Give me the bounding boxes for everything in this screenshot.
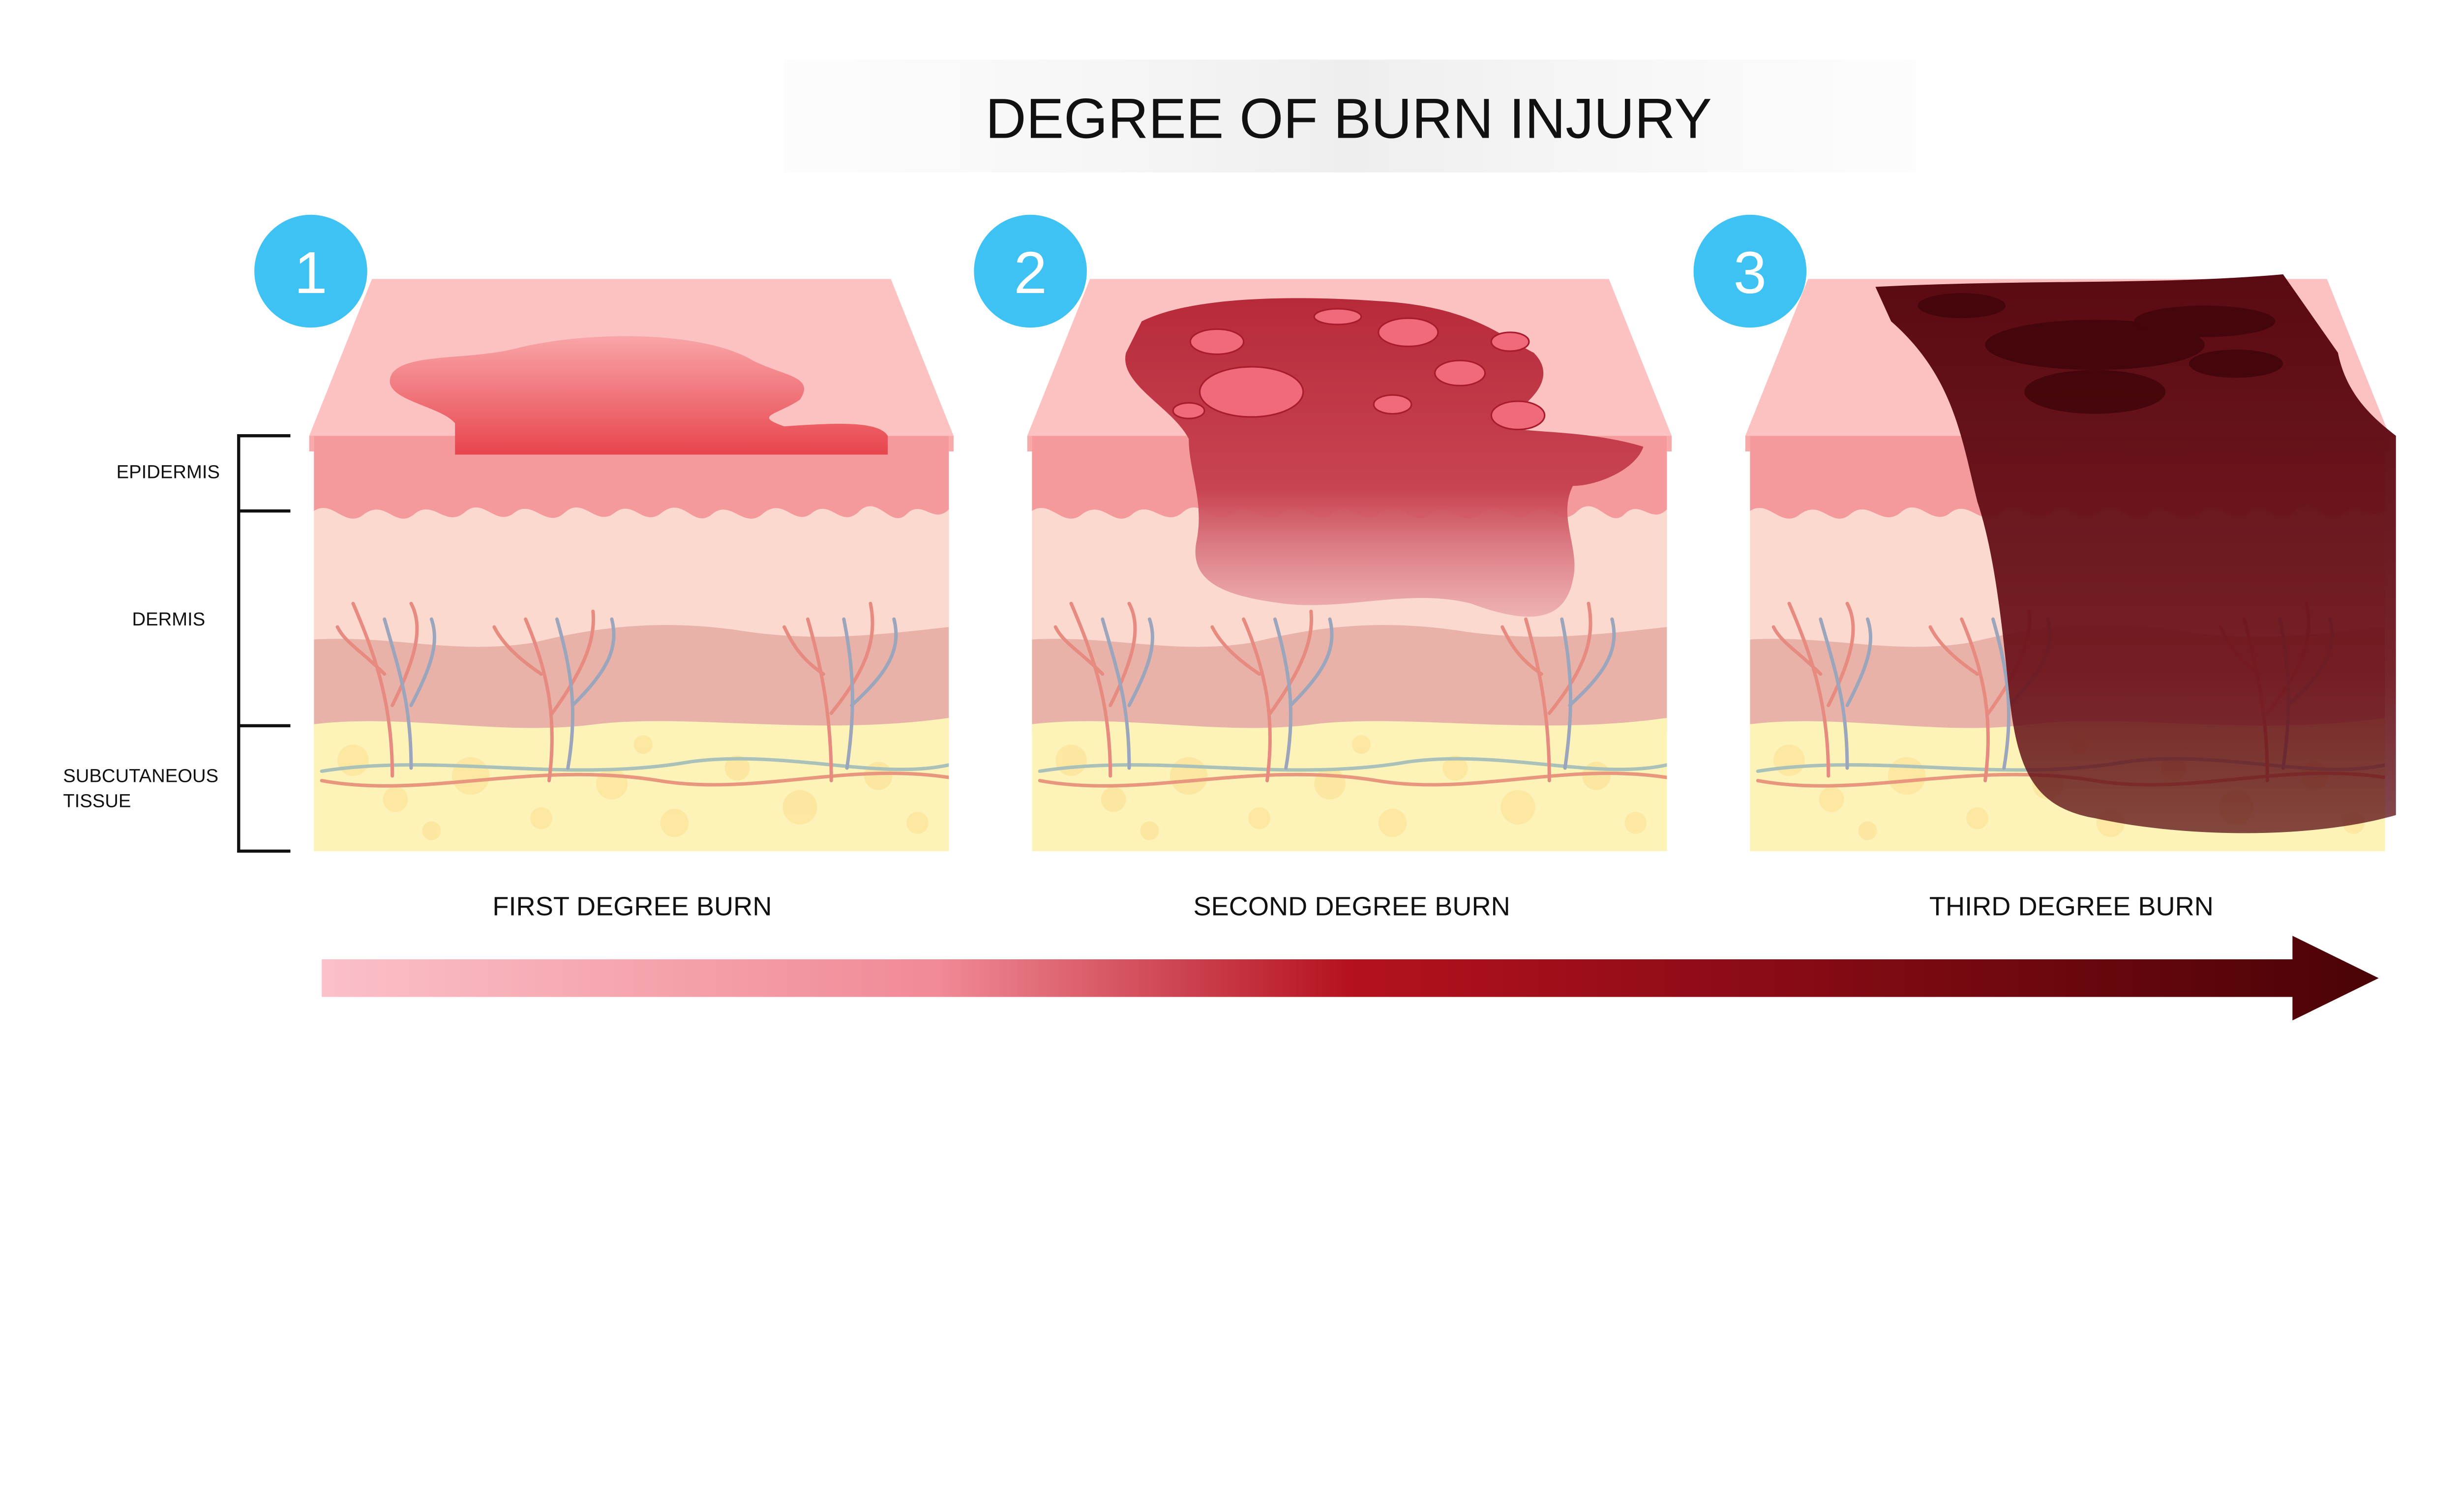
badge-1 [254, 214, 367, 328]
label-dermis: DERMIS [132, 609, 206, 630]
stage-2-skin-block [1027, 279, 1672, 851]
caption-second-degree: SECOND DEGREE BURN [1193, 892, 1510, 921]
label-epidermis: EPIDERMIS [117, 461, 220, 482]
label-tissue: TISSUE [63, 791, 131, 812]
badge-2-number: 2 [1014, 239, 1047, 306]
badge-1-number: 1 [294, 239, 327, 306]
badge-3-number: 3 [1734, 239, 1767, 306]
severity-arrow [322, 936, 2379, 1021]
third-degree-burn-area [1875, 274, 2396, 833]
stage-3-skin-block [1745, 274, 2396, 851]
layer-bracket [237, 434, 291, 853]
badge-2 [974, 214, 1087, 328]
page-title: DEGREE OF BURN INJURY [986, 88, 1712, 150]
burn-degree-diagram: DEGREE OF BURN INJURY EPIDERMIS DERMIS S… [63, 59, 2396, 1021]
caption-first-degree: FIRST DEGREE BURN [492, 892, 772, 921]
caption-third-degree: THIRD DEGREE BURN [1929, 892, 2214, 921]
stage-1-skin-block [309, 279, 954, 851]
badge-3 [1693, 214, 1807, 328]
first-degree-burn-area [390, 336, 888, 455]
title-banner [784, 59, 1917, 173]
label-subcutaneous: SUBCUTANEOUS [63, 766, 218, 787]
